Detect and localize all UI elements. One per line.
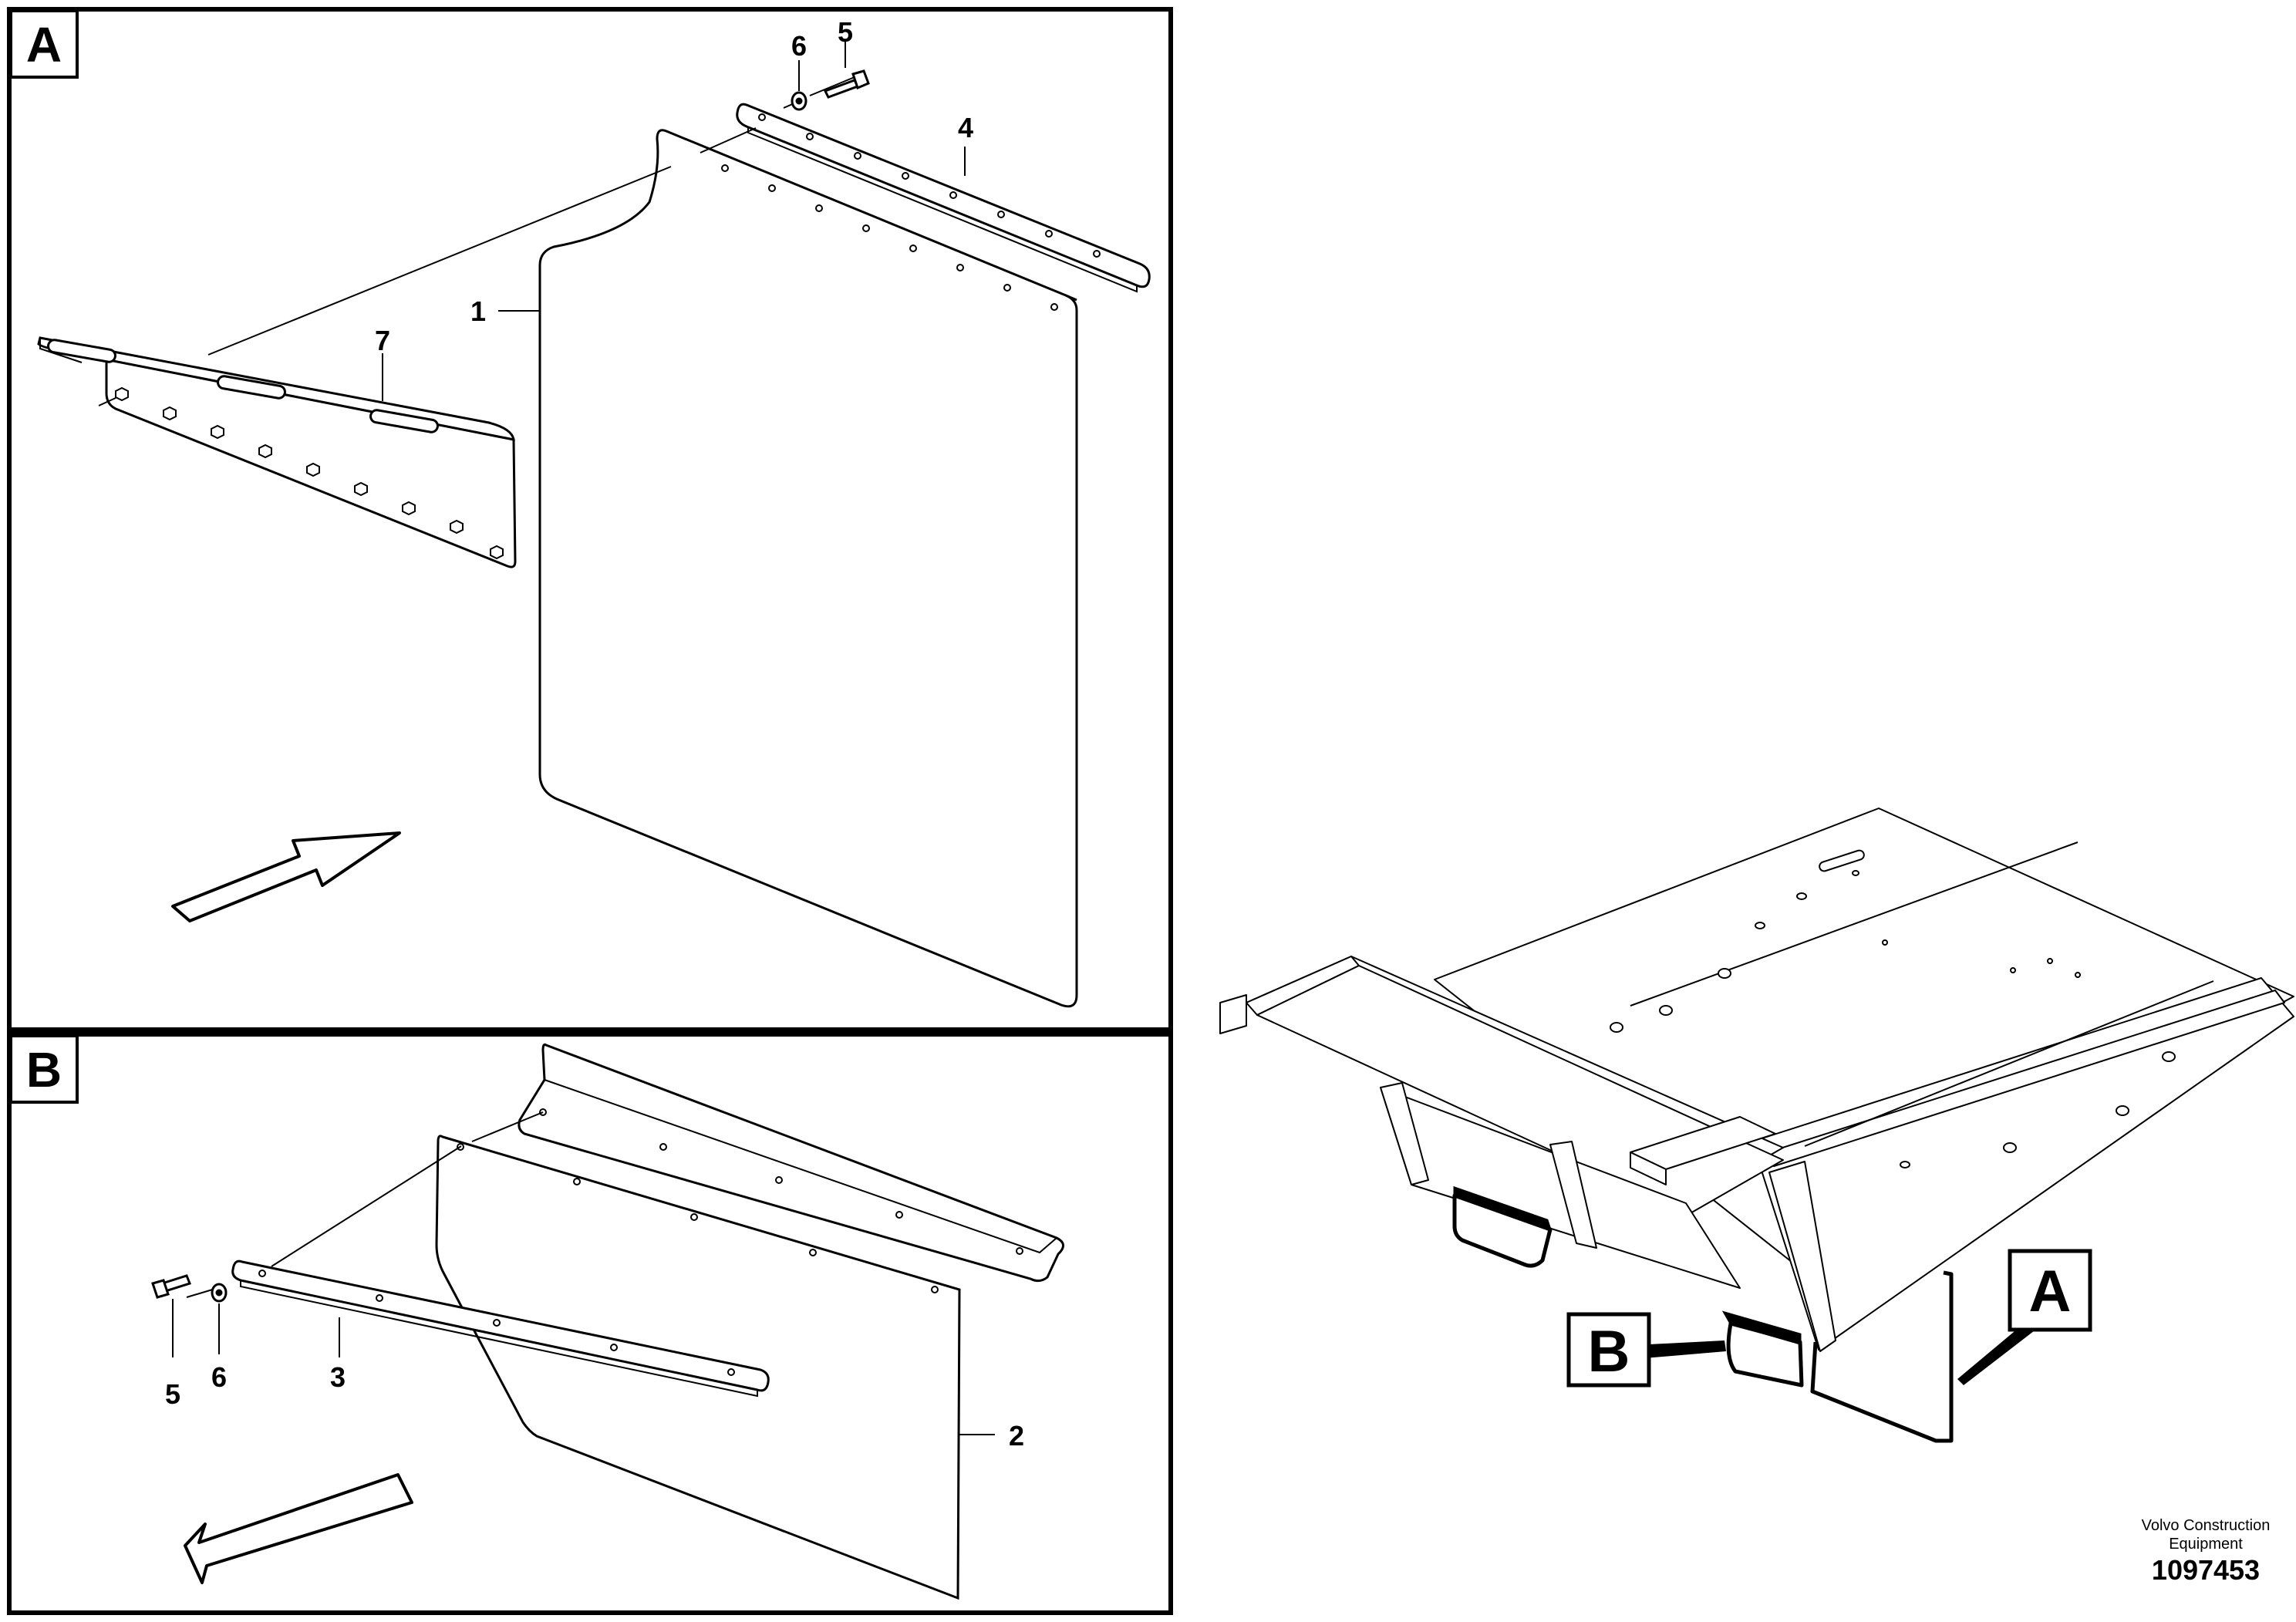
panel-b-frame [7,1032,1173,1615]
callout-1: 1 [470,295,486,327]
callout-4: 4 [958,112,973,143]
clamp-strip-4-holes [758,113,1101,258]
overview-pointer-b [1635,1340,1726,1359]
bracket-angle-b-fold [544,1079,1057,1254]
dump-body-floor-holes [1610,870,2176,1168]
washer-6-a [791,91,807,111]
washer-6-b [211,1283,228,1303]
panel-b-tag-box [9,1034,79,1104]
bracket-angle-b [518,1043,1064,1283]
callout-5-b: 5 [165,1378,180,1410]
callout-6-a: 6 [791,30,807,62]
mudflap-position-front-left [1452,1193,1553,1268]
doc-number: 1097453 [2152,1554,2260,1586]
overview-tag-b-box [1566,1312,1651,1388]
dump-body-rear-post [1768,1161,1836,1352]
mudflap-1-holes [721,164,1058,311]
dump-body-front-rib-b [1549,1141,1597,1249]
callout-2: 2 [1009,1420,1024,1452]
clamp-strip-4-thickness [747,126,1138,293]
callout-5-a: 5 [838,16,853,48]
overview-tag-a-box [2008,1249,2092,1332]
panel-b-leaders [172,1299,995,1435]
panel-a-assembly-lines [98,76,855,406]
bracket-7-slots [47,339,439,433]
bolt-5-b [151,1274,191,1299]
mudflap-position-b-bracket [1721,1310,1802,1345]
bracket-angle-b-holes [539,1108,1023,1255]
panel-b-tag: B [26,1042,62,1098]
bracket-7-nuts [115,386,504,560]
overview-tag-b: B [1566,1312,1726,1388]
bracket-7-fold [39,338,83,363]
mudflap-position-a [1810,1270,1954,1443]
brand-line-2: Equipment [2169,1536,2243,1553]
callout-7: 7 [375,325,390,356]
overview-tag-a: A [1957,1249,2092,1385]
mudflap-1 [538,129,1078,1008]
dump-body-floor-seam [1804,980,2214,1147]
panel-b: B [7,1032,1173,1615]
dump-body-floor-seam-2 [1630,841,2079,1007]
dump-body-right-wall [1752,977,2294,1351]
brand-line-1: Volvo Construction [2142,1517,2271,1534]
overview-tag-a-label: A [2029,1259,2072,1324]
panel-a-frame [7,7,1173,1032]
panel-a-tag: A [26,17,62,73]
dump-body-overview [1219,808,2294,1352]
dump-body-top-plate-side [1630,1152,1667,1185]
direction-arrow-b [184,1473,413,1584]
dump-body-floor-slot [1819,849,1865,872]
direction-arrow-a [171,831,401,922]
dump-body-left-front-post [1219,994,1247,1034]
dump-body-front-rib-a [1380,1082,1429,1185]
mudflap-position-front-left-bracket [1453,1185,1553,1232]
panel-a: A [7,7,1173,1032]
callout-3: 3 [330,1361,346,1393]
clamp-strip-3-holes [258,1270,735,1376]
clamp-strip-3-thickness [240,1280,758,1398]
panel-a-tag-box [9,9,79,79]
overview-tag-b-label: B [1588,1319,1630,1384]
panel-a-leaders [382,42,966,401]
mudflap-1-edge [1065,294,1077,302]
callout-6-b: 6 [211,1361,227,1393]
bolt-5-a [823,69,870,99]
